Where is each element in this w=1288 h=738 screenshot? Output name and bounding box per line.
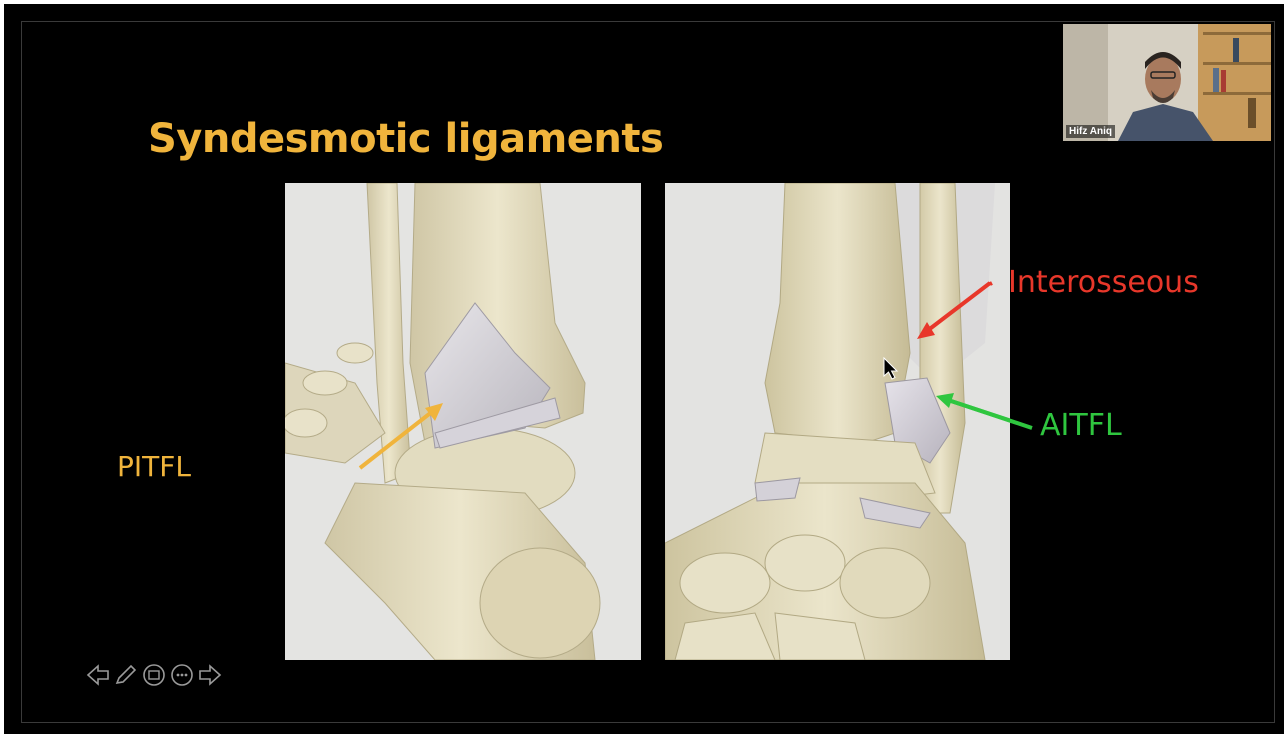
pitfl-label: PITFL	[117, 450, 191, 483]
slideshow-controls	[86, 664, 222, 690]
participant-name: Hifz Aniq	[1066, 125, 1115, 138]
slides-icon[interactable]	[142, 664, 166, 690]
next-arrow-icon[interactable]	[198, 664, 222, 690]
interosseous-label: Interosseous	[1008, 265, 1199, 300]
previous-arrow-icon[interactable]	[86, 664, 110, 690]
mouse-cursor-icon	[883, 357, 901, 385]
aitfl-label: AITFL	[1040, 408, 1122, 443]
pen-icon[interactable]	[114, 664, 138, 690]
participant-video-feed	[1063, 24, 1271, 141]
participant-video[interactable]: Hifz Aniq	[1063, 24, 1271, 141]
more-options-icon[interactable]	[170, 664, 194, 690]
